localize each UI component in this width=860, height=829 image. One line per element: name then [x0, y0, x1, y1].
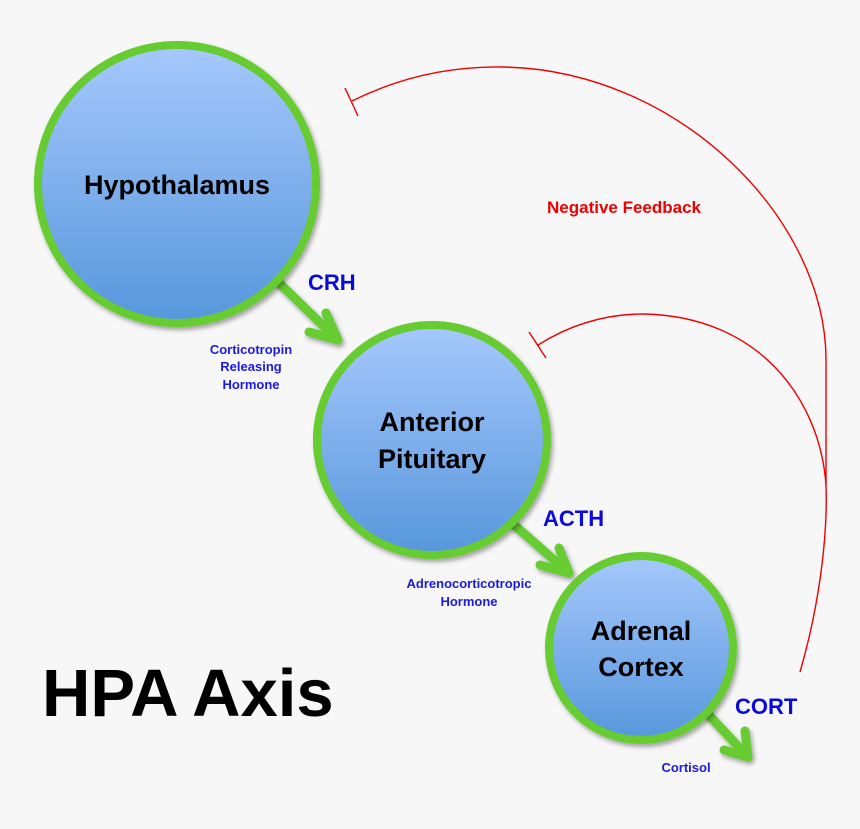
hormone-arrows: [271, 275, 753, 762]
feedback-line-to-hypothalamus: [351, 66, 827, 673]
node-adrenal-cortex: [545, 552, 737, 744]
feedback-inhibition-bar-hypothalamus: [344, 87, 359, 117]
cort-arrow: [699, 705, 753, 762]
feedback-inhibition-bar-pituitary: [528, 331, 547, 359]
node-anterior-pituitary: [313, 321, 551, 559]
hormone-name-crh-line2: Releasing: [220, 359, 281, 374]
node-label-anterior: Anterior: [379, 407, 485, 437]
acth-arrow: [507, 518, 574, 578]
hormone-name-crh-line3: Hormone: [222, 377, 279, 392]
node-label-adrenal: Adrenal: [591, 616, 692, 646]
negative-feedback-lines: [344, 66, 827, 673]
hormone-name-cort: Cortisol: [661, 760, 710, 775]
hormone-name-acth-line1: Adrenocorticotropic: [407, 576, 532, 591]
hormone-name-acth-line2: Hormone: [440, 594, 497, 609]
hormone-abbr-crh: CRH: [308, 270, 356, 295]
feedback-line-to-pituitary: [537, 313, 827, 486]
hormone-name-crh-line1: Corticotropin: [210, 342, 292, 357]
node-hypothalamus: [34, 41, 320, 327]
hormone-abbr-cort: CORT: [735, 694, 798, 719]
diagram-title: HPA Axis: [42, 656, 334, 731]
node-label-hypothalamus: Hypothalamus: [84, 170, 270, 200]
node-label-cortex: Cortex: [598, 652, 684, 682]
crh-arrow: [271, 275, 343, 345]
hormone-abbr-acth: ACTH: [543, 506, 604, 531]
node-label-pituitary: Pituitary: [378, 444, 486, 474]
negative-feedback-label: Negative Feedback: [547, 198, 702, 217]
